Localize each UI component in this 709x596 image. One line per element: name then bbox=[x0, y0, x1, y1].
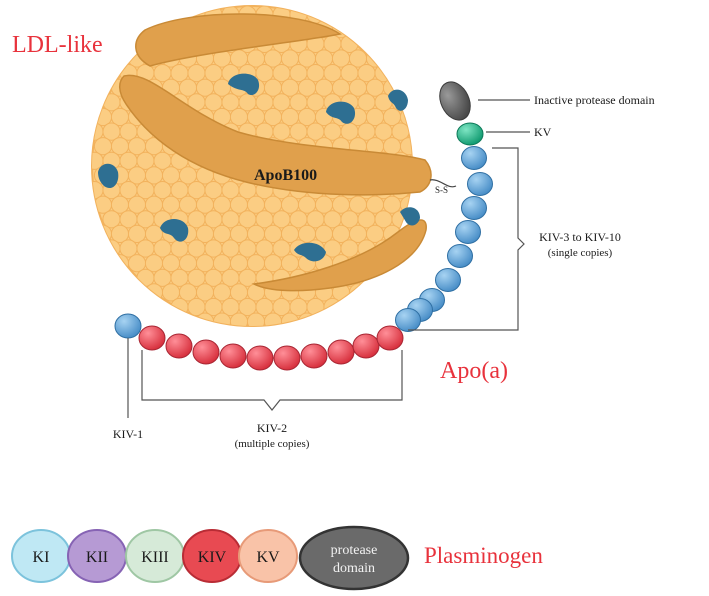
lipid-head bbox=[170, 297, 189, 317]
kiv-single-kringle bbox=[461, 196, 487, 220]
protease-domain-line1: protease bbox=[331, 543, 378, 558]
kiv2-kringle bbox=[327, 339, 355, 365]
kiv2-kringle bbox=[273, 345, 301, 371]
kiv-single-kringle bbox=[455, 220, 481, 244]
lipid-head bbox=[297, 312, 317, 326]
lipid-head bbox=[212, 312, 232, 326]
kv-label: KV bbox=[534, 125, 552, 139]
lipid-head bbox=[246, 312, 266, 326]
annotations bbox=[127, 99, 530, 418]
apob100-label: ApoB100 bbox=[254, 167, 317, 184]
plasminogen-domain-label: KI bbox=[33, 549, 50, 566]
kiv1-kringle bbox=[114, 313, 142, 339]
lipid-head bbox=[229, 312, 249, 326]
apoa-chain bbox=[114, 81, 493, 371]
plasminogen-domain-label: KIV bbox=[198, 549, 227, 566]
kv-kringle bbox=[456, 122, 484, 146]
plasminogen-title: Plasminogen bbox=[424, 543, 543, 568]
plasminogen: KI KII KIII KIV KV protease domain Plasminog… bbox=[11, 525, 543, 591]
kiv2-kringle bbox=[352, 333, 380, 359]
kiv-single-kringle bbox=[447, 244, 473, 268]
plasminogen-domain-label: KII bbox=[86, 549, 108, 566]
plasminogen-domain-ki: KI bbox=[11, 529, 71, 583]
kiv3-10-label: KIV-3 to KIV-10 bbox=[539, 230, 621, 244]
kiv2-kringle bbox=[192, 339, 220, 365]
kiv2-label: KIV-2 bbox=[257, 421, 287, 435]
kiv2-sublabel: (multiple copies) bbox=[235, 438, 310, 450]
ss-bond-label: S-S bbox=[435, 185, 448, 195]
kiv1-label: KIV-1 bbox=[113, 427, 143, 441]
apob100-protein: ApoB100 bbox=[119, 13, 432, 292]
phospholipid-heads bbox=[92, 6, 412, 326]
apoa-title: Apo(a) bbox=[440, 358, 508, 384]
lipid-head bbox=[399, 137, 412, 156]
disulfide-bond: S-S bbox=[429, 179, 457, 195]
lipid-head bbox=[263, 312, 283, 326]
plasminogen-domain-kiii: KIII bbox=[125, 529, 185, 583]
kiv2-kringle bbox=[376, 325, 404, 351]
kiv2-kringle bbox=[165, 333, 193, 359]
plasminogen-domain-kii: KII bbox=[67, 529, 127, 583]
ldl-particle: ApoB100 bbox=[91, 5, 432, 327]
inactive-protease-label: Inactive protease domain bbox=[534, 93, 655, 107]
kiv-single-kringle bbox=[435, 268, 461, 292]
plasminogen-domain-label: KIII bbox=[141, 549, 169, 566]
kiv2-kringle bbox=[138, 325, 166, 351]
protease-domain-line2: domain bbox=[333, 561, 375, 576]
kiv3-10-sublabel: (single copies) bbox=[548, 247, 613, 259]
embedded-proteins bbox=[98, 73, 420, 262]
plasminogen-domain-kiv: KIV bbox=[182, 529, 242, 583]
kiv-single-kringle bbox=[467, 172, 493, 196]
plasminogen-domain-kv: KV bbox=[238, 529, 298, 583]
kiv2-kringle bbox=[219, 343, 247, 369]
kiv-single-kringle bbox=[461, 146, 487, 170]
lipid-head bbox=[144, 283, 164, 302]
plasminogen-protease-domain: protease domain bbox=[298, 525, 410, 591]
inactive-protease-domain bbox=[439, 81, 471, 121]
kiv2-kringle bbox=[300, 343, 328, 369]
ldl-like-title: LDL-like bbox=[12, 32, 103, 58]
kiv2-kringle bbox=[246, 345, 274, 371]
plasminogen-domain-label: KV bbox=[256, 549, 280, 566]
kiv-single-kringle bbox=[395, 308, 421, 332]
